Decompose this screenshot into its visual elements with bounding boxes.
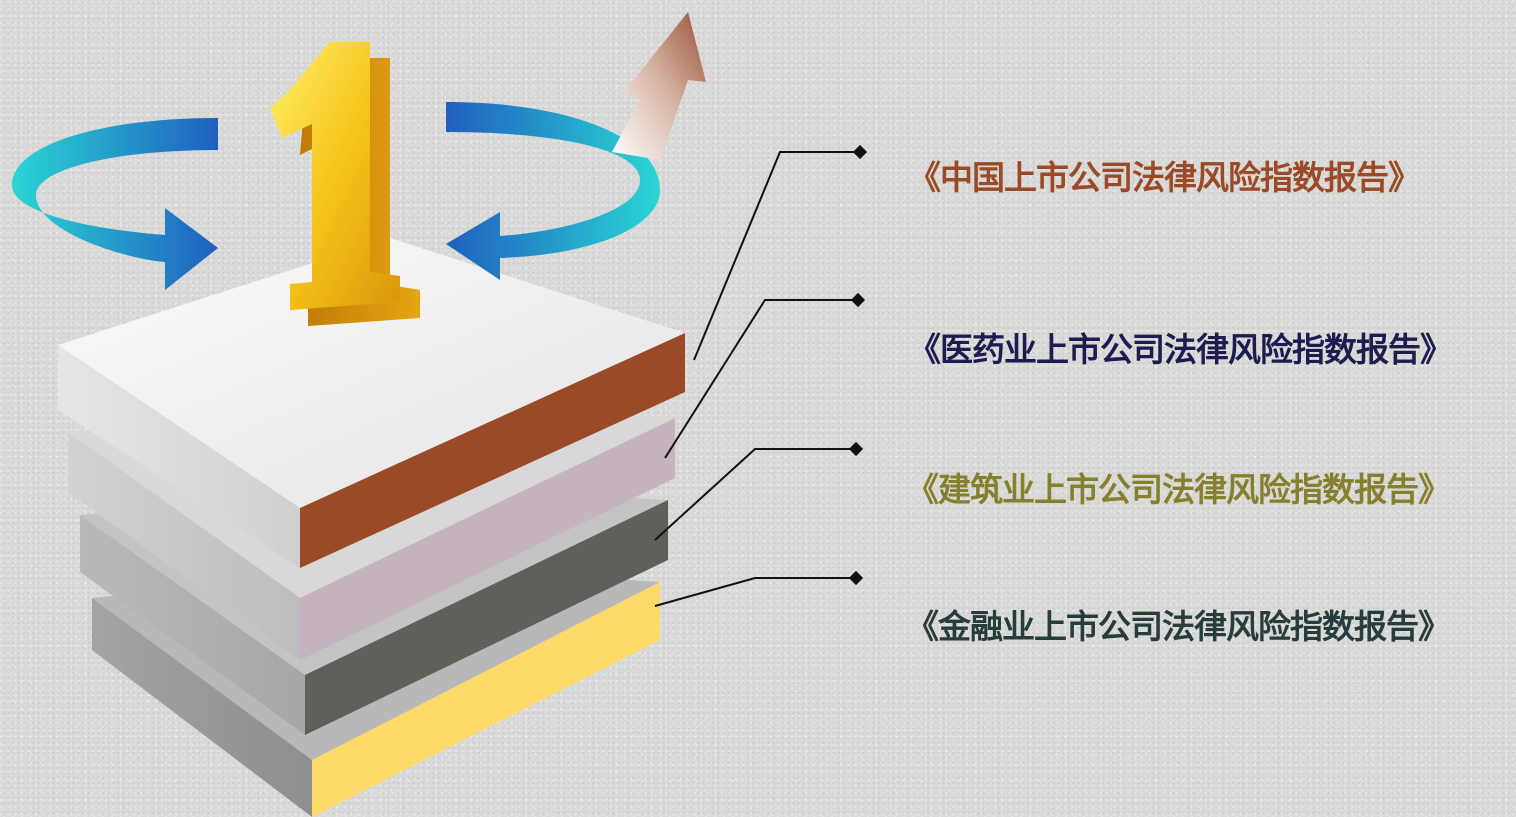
diamond-marker-3 — [848, 441, 864, 457]
rotation-arrows-icon — [12, 12, 706, 290]
leader-lines — [654, 151, 860, 607]
layer-3-colored-side — [305, 500, 668, 735]
diamond-marker-4 — [848, 570, 864, 586]
diamond-marker-2 — [850, 292, 866, 308]
report-title-construction: 《建筑业上市公司法律风险指数报告》 — [906, 470, 1451, 509]
diamond-marker-1 — [852, 144, 868, 160]
leader-line-1 — [693, 151, 860, 361]
report-title-finance: 《金融业上市公司法律风险指数报告》 — [906, 607, 1451, 646]
rank-number-label: 1 — [0, 0, 1, 1]
layer-4-colored-side — [312, 582, 660, 817]
leader-endpoints — [848, 144, 868, 586]
layer-2-colored-side — [300, 418, 675, 660]
leader-line-4 — [654, 577, 856, 607]
report-title-pharma: 《医药业上市公司法律风险指数报告》 — [908, 330, 1453, 369]
stack-layer-1 — [58, 238, 685, 568]
report-title-china: 《中国上市公司法律风险指数报告》 — [908, 158, 1421, 197]
number-one-figure: 1 — [0, 0, 420, 326]
leader-line-2 — [664, 299, 858, 459]
layer-1-colored-side — [300, 333, 685, 568]
leader-line-3 — [654, 448, 856, 541]
